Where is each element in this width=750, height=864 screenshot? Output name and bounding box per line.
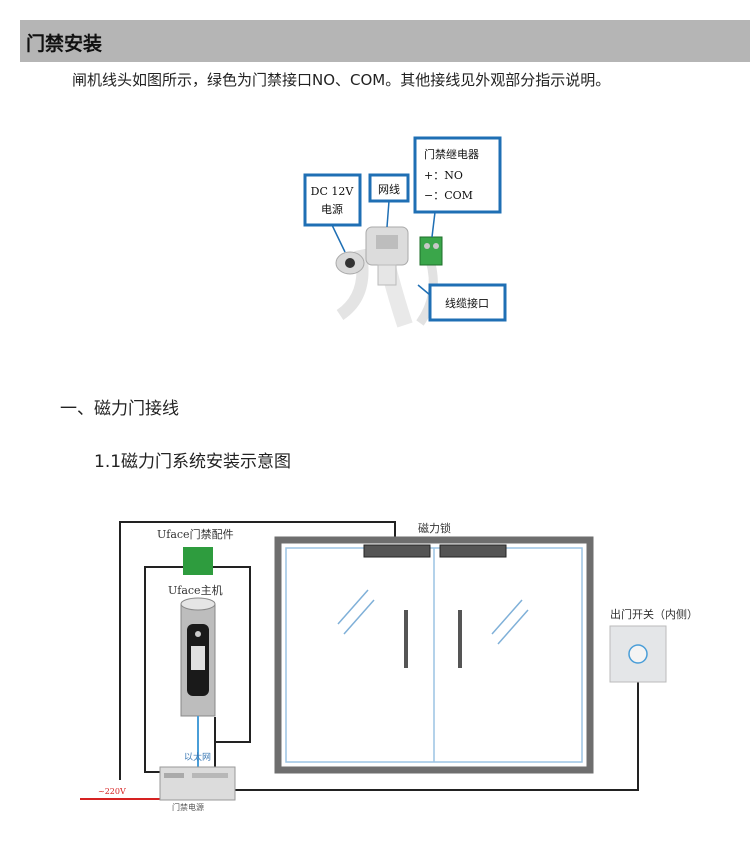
- door-handle-right: [458, 610, 462, 668]
- label-host: Uface主机: [168, 583, 223, 597]
- power-label-line1: DC 12V: [311, 185, 355, 198]
- label-ethernet: 以太网: [184, 751, 211, 763]
- section-heading: 一、磁力门接线: [60, 394, 179, 419]
- label-exit-switch: 出门开关（内侧）: [610, 607, 698, 621]
- interface-label: 线缆接口: [445, 296, 489, 310]
- label-power-supply: 门禁电源: [172, 802, 204, 812]
- camera-icon: [195, 631, 201, 637]
- power-label-box: [305, 175, 360, 225]
- door-power-supply: [160, 767, 235, 800]
- green-terminal-icon: [420, 237, 442, 265]
- label-magnetic-lock: 磁力锁: [418, 521, 451, 535]
- relay-label-line3: −：COM: [424, 189, 473, 202]
- magnetic-lock-left: [364, 545, 430, 557]
- magnetic-lock-right: [440, 545, 506, 557]
- relay-label-line1: 门禁继电器: [424, 147, 479, 161]
- label-220v: ~220V: [98, 787, 126, 796]
- exit-button-icon: [629, 645, 647, 663]
- label-door-part: Uface门禁配件: [157, 527, 234, 541]
- section-subheading: 1.1磁力门系统安装示意图: [94, 447, 291, 472]
- uface-door-part: [183, 547, 213, 575]
- magnetic-door-diagram: ~220V 磁力锁 Uface门禁配件 Uface主机 以太网 门禁电源 出门开…: [80, 512, 740, 812]
- page-title: 门禁安装: [26, 29, 102, 56]
- door-handle-left: [404, 610, 408, 668]
- intro-paragraph: 闸机线头如图所示，绿色为门禁接口NO、COM。其他接线见外观部分指示说明。: [72, 69, 610, 90]
- relay-label-line2: +：NO: [424, 169, 463, 182]
- section-header-bar: [20, 20, 750, 62]
- wire-exit-switch: [235, 682, 638, 790]
- power-label-line2: 电源: [321, 202, 343, 216]
- wire-outer: [120, 522, 395, 780]
- network-label: 网线: [378, 182, 400, 196]
- cable-connector-photo: DC 12V 电源 网线 门禁继电器 +：NO −：COM 线缆接口: [300, 135, 510, 330]
